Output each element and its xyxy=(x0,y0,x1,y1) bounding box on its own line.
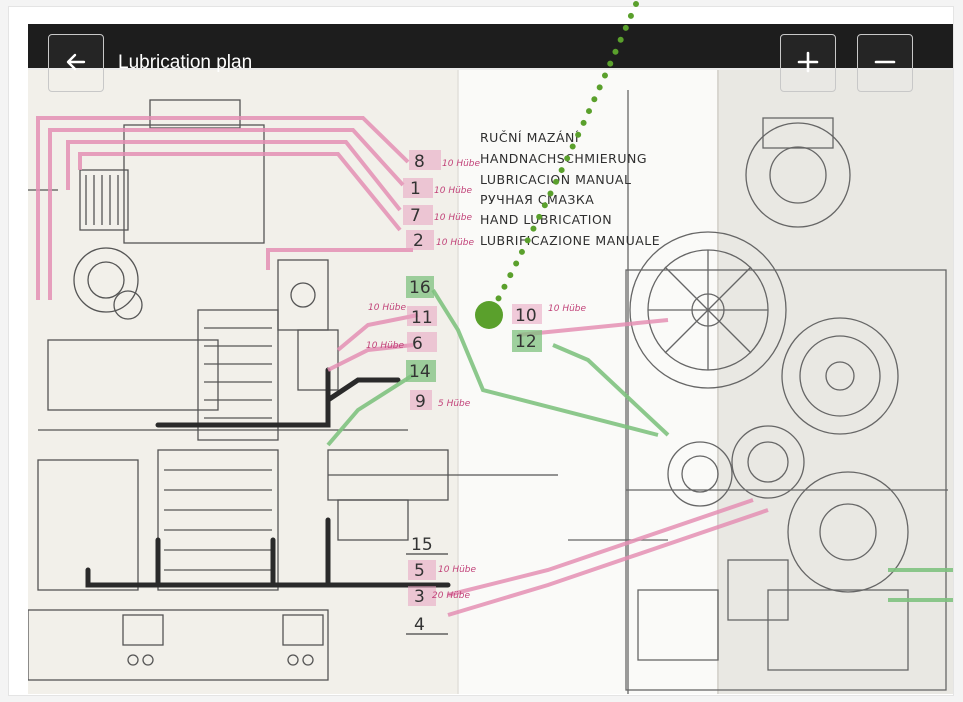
point-number: 8 xyxy=(414,152,425,172)
lubrication-diagram[interactable]: RUČNÍ MAZÁNÍ HANDNACHSCHMIERUNG LUBRICAC… xyxy=(28,70,953,694)
point-number: 11 xyxy=(411,308,433,328)
legend-line-en: HAND LUBRICATION xyxy=(480,212,612,227)
zoom-in-button[interactable] xyxy=(780,34,836,92)
point-note: 10 Hübe xyxy=(442,159,480,169)
point-number: 15 xyxy=(411,535,433,555)
legend-line-ru: РУЧНАЯ СМАЗКА xyxy=(480,192,594,207)
legend-line-it: LUBRIFICAZIONE MANUALE xyxy=(480,233,660,248)
page-title: Lubrication plan xyxy=(118,52,253,73)
point-note: 10 Hübe xyxy=(434,213,472,223)
minus-icon xyxy=(874,60,896,64)
image-viewer[interactable]: RUČNÍ MAZÁNÍ HANDNACHSCHMIERUNG LUBRICAC… xyxy=(28,24,953,694)
legend-line-de: HANDNACHSCHMIERUNG xyxy=(480,151,647,166)
point-number: 2 xyxy=(413,231,424,251)
point-number: 14 xyxy=(409,362,431,382)
point-note: 10 Hübe xyxy=(438,565,476,575)
point-number: 12 xyxy=(515,332,537,352)
legend-line-es: LUBRICACION MANUAL xyxy=(480,172,631,187)
point-number: 7 xyxy=(410,206,421,226)
zoom-out-button[interactable] xyxy=(857,34,913,92)
arrow-left-icon xyxy=(66,53,86,71)
point-note: 10 Hübe xyxy=(368,303,406,313)
point-number: 4 xyxy=(414,615,425,635)
point-note: 10 Hübe xyxy=(548,304,586,314)
point-number: 6 xyxy=(412,334,423,354)
point-number: 5 xyxy=(414,561,425,581)
back-button[interactable] xyxy=(48,34,104,92)
plus-icon xyxy=(797,51,819,73)
point-note: 10 Hübe xyxy=(366,341,404,351)
point-note: 10 Hübe xyxy=(434,186,472,196)
point-number: 9 xyxy=(415,392,426,412)
point-number: 10 xyxy=(515,306,537,326)
point-note: 5 Hübe xyxy=(438,399,471,409)
point-number: 16 xyxy=(409,278,431,298)
point-number: 3 xyxy=(414,587,425,607)
legend-line-cs: RUČNÍ MAZÁNÍ xyxy=(480,130,579,145)
point-note: 20 Hübe xyxy=(432,591,470,601)
point-note: 10 Hübe xyxy=(436,238,474,248)
point-number: 1 xyxy=(410,179,421,199)
